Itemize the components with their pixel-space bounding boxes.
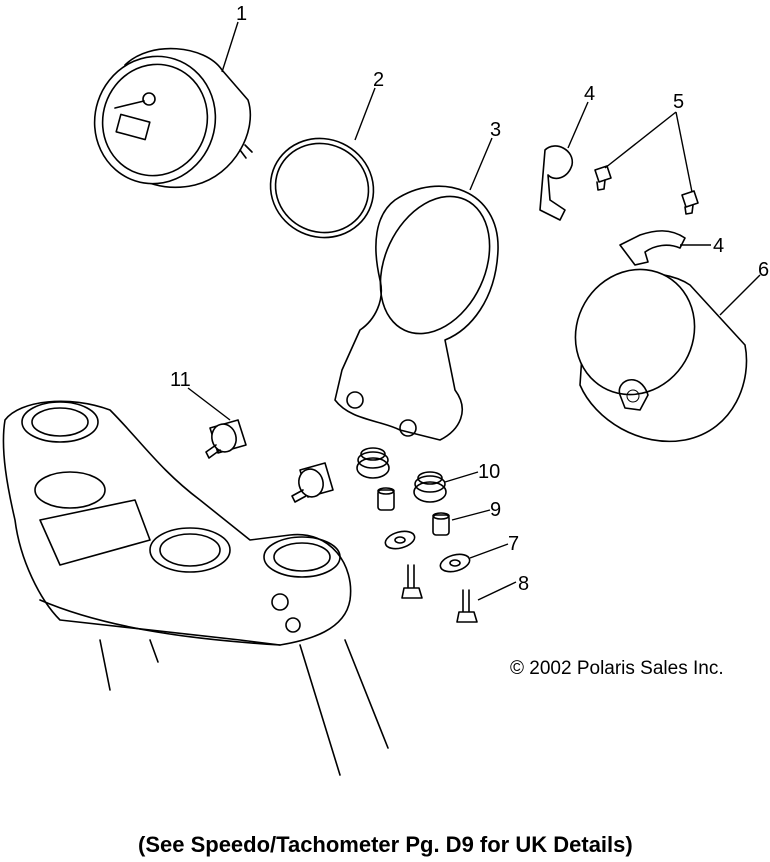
callout-4-lower: 4 bbox=[713, 235, 724, 257]
copyright-text: © 2002 Polaris Sales Inc. bbox=[510, 658, 724, 679]
washer-right bbox=[439, 553, 471, 573]
bolt-right bbox=[456, 589, 478, 623]
rubber-mount-lower bbox=[291, 462, 334, 503]
triple-clamp-assembly bbox=[2, 400, 389, 776]
gauge-bracket bbox=[334, 185, 499, 441]
spacer-right bbox=[432, 512, 450, 536]
callout-6: 6 bbox=[758, 259, 769, 281]
screw-upper bbox=[594, 165, 612, 191]
washer-left bbox=[384, 530, 416, 550]
callout-9: 9 bbox=[490, 499, 501, 521]
speedometer-gauge bbox=[93, 47, 253, 189]
callout-5: 5 bbox=[673, 91, 684, 113]
wire-clip-upper bbox=[539, 145, 573, 221]
callout-11: 11 bbox=[170, 369, 191, 391]
grommet-left bbox=[356, 447, 390, 479]
leader-lines bbox=[187, 21, 761, 601]
callout-8: 8 bbox=[518, 573, 529, 595]
wire-clip-lower bbox=[619, 230, 686, 266]
grommet-right bbox=[413, 471, 447, 503]
callout-7: 7 bbox=[508, 533, 519, 555]
screw-lower bbox=[681, 190, 699, 215]
callout-2: 2 bbox=[373, 69, 384, 91]
gauge-cup-housing bbox=[574, 268, 748, 443]
reference-note: (See Speedo/Tachometer Pg. D9 for UK Det… bbox=[138, 832, 633, 857]
spacer-left bbox=[377, 487, 395, 511]
gasket-ring bbox=[269, 137, 375, 239]
bolt-left bbox=[401, 564, 423, 599]
callout-4-upper: 4 bbox=[584, 83, 595, 105]
callout-10: 10 bbox=[478, 461, 500, 483]
callout-1: 1 bbox=[236, 3, 247, 25]
rubber-mount-upper bbox=[205, 419, 247, 459]
callout-3: 3 bbox=[490, 119, 501, 141]
